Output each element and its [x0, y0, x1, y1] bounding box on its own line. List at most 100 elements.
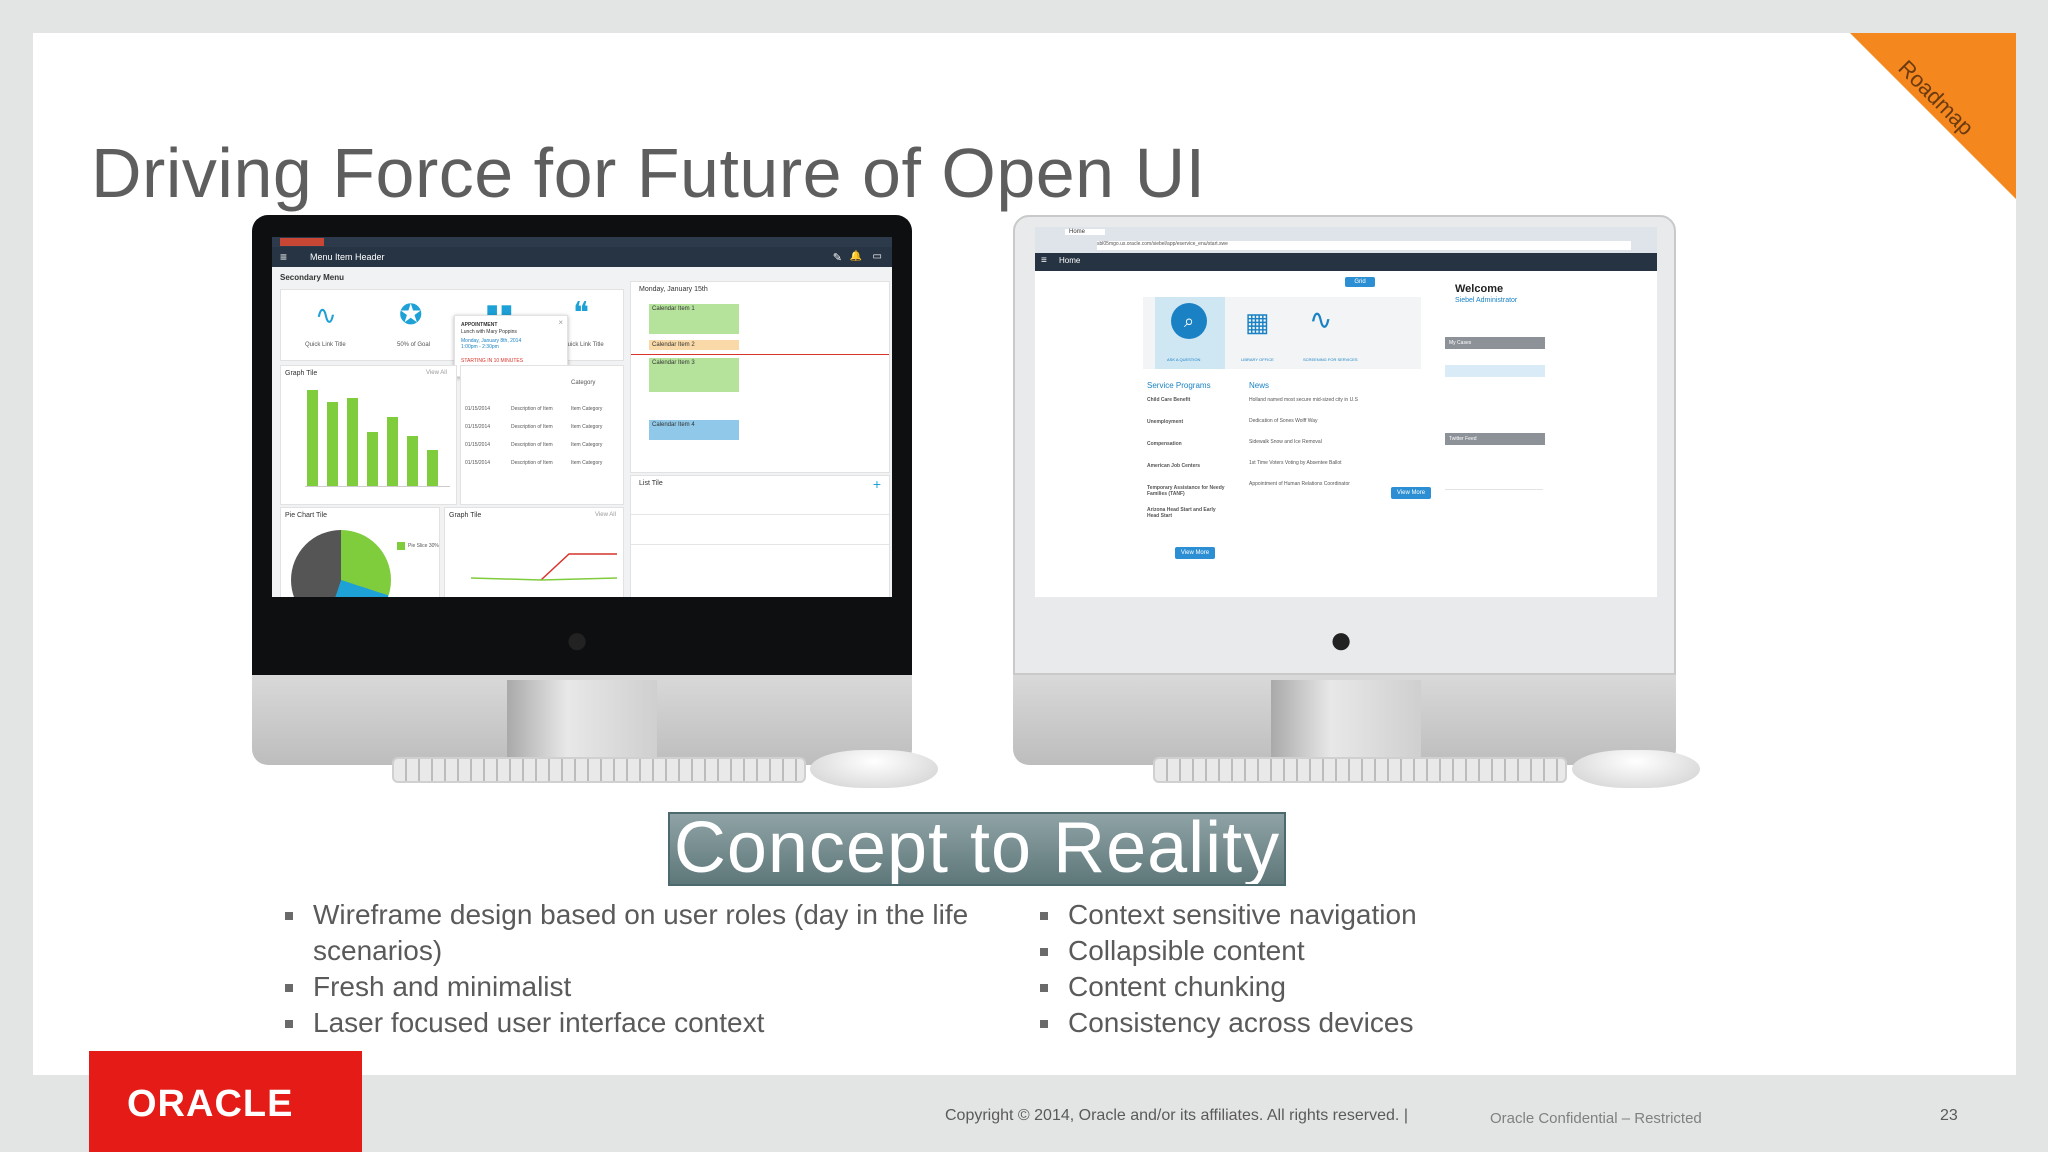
twitter-feed-header[interactable]: Twitter Feed — [1445, 433, 1545, 445]
bar — [367, 432, 378, 486]
browser-chrome: Home sbl05mgo.us.oracle.com/siebel/app/e… — [1035, 227, 1657, 253]
calendar-date: Monday, January 15th — [639, 286, 708, 293]
nav-home-label[interactable]: Home — [1059, 256, 1081, 265]
pulse-icon[interactable]: ∿ — [1309, 304, 1333, 335]
view-all-link[interactable]: View All — [595, 512, 616, 518]
roadmap-ribbon: Roadmap — [1850, 33, 2016, 199]
service-program-item[interactable]: Unemployment — [1147, 419, 1184, 425]
service-program-item[interactable]: Compensation — [1147, 441, 1182, 447]
slide-title: Driving Force for Future of Open UI — [91, 134, 1206, 212]
tile-library-label[interactable]: LIBRARY OFFICE — [1241, 357, 1274, 362]
service-program-item[interactable]: Child Care Benefit — [1147, 397, 1191, 403]
bullet-item: Laser focused user interface context — [285, 1005, 985, 1041]
add-icon[interactable]: + — [872, 476, 881, 492]
copyright-text: Copyright © 2014, Oracle and/or its affi… — [945, 1107, 1408, 1124]
news-title: News — [1249, 381, 1270, 390]
popup-alert: STARTING IN 10 MINUTES — [461, 358, 524, 364]
app-nav-bar: Home ≡ — [1035, 253, 1657, 271]
bullet-item: Collapsible content — [1040, 933, 1640, 969]
bar — [327, 402, 338, 486]
chat-icon[interactable]: ▭ — [872, 251, 882, 262]
search-icon[interactable]: ⌕ — [1171, 303, 1207, 339]
reality-screen: Home sbl05mgo.us.oracle.com/siebel/app/e… — [1035, 227, 1657, 597]
category-header: Category — [571, 380, 596, 386]
table-cell-cat: Item Category — [571, 424, 603, 430]
calendar-item-4[interactable]: Calendar Item 4 — [649, 420, 739, 440]
star-icon[interactable]: ✪ — [399, 299, 423, 330]
news-item[interactable]: 1st Time Voters Voting by Absentee Ballo… — [1249, 460, 1342, 466]
calendar-item-3[interactable]: Calendar Item 3 — [649, 358, 739, 392]
line-series-green — [470, 577, 617, 581]
pie-chart — [291, 530, 391, 597]
mouse-left — [810, 750, 938, 788]
news-item[interactable]: Sidewalk Snow and Ice Removal — [1249, 439, 1322, 445]
table-cell-date: 01/15/2014 — [465, 406, 491, 412]
list-divider — [631, 544, 889, 545]
graph-tile-2: Graph Tile View All — [444, 507, 624, 597]
tile-screening-label[interactable]: SCREENING FOR SERVICES — [1303, 357, 1358, 362]
welcome-title: Welcome — [1455, 283, 1504, 295]
tweet-2 — [1445, 493, 1543, 533]
calendar-item-1[interactable]: Calendar Item 1 — [649, 304, 739, 334]
my-cases-header[interactable]: My Cases — [1445, 337, 1545, 349]
news-item[interactable]: Dedication of Sones Wolff Way — [1249, 418, 1318, 424]
bell-icon[interactable]: 🔔 — [849, 251, 862, 262]
url-bar[interactable]: sbl05mgo.us.oracle.com/siebel/app/eservi… — [1097, 241, 1631, 250]
service-program-item[interactable]: Arizona Head Start and Early Head Start — [1147, 507, 1216, 519]
service-programs-title: Service Programs — [1147, 381, 1211, 390]
bullet-list-right: Context sensitive navigation Collapsible… — [1040, 897, 1640, 1041]
calendar-item-2[interactable]: Calendar Item 2 — [649, 340, 739, 350]
tile-ask-label[interactable]: ASK A QUESTION — [1167, 357, 1201, 362]
close-icon[interactable]: × — [558, 318, 563, 327]
quick-links-tile: ∿ Quick Link Title ✪ 50% of Goal ▮▮ ❝ Qu… — [280, 289, 624, 361]
wireframe-screen: ≡ Menu Item Header ✎ 🔔 ▭ Secondary Menu … — [272, 237, 892, 597]
table-cell-desc: Description of Item — [511, 406, 553, 412]
hamburger-icon[interactable]: ≡ — [280, 250, 288, 264]
table-cell-desc: Description of Item — [511, 424, 553, 430]
service-program-item[interactable]: American Job Centers — [1147, 463, 1201, 469]
quote-icon[interactable]: ❝ — [573, 297, 590, 330]
view-all-link[interactable]: View All — [426, 370, 447, 376]
bullet-item: Fresh and minimalist — [285, 969, 985, 1005]
page-number: 23 — [1940, 1107, 1958, 1124]
bar — [347, 398, 358, 486]
bar — [427, 450, 438, 486]
my-cases-row[interactable] — [1445, 365, 1545, 377]
view-more-button[interactable]: View More — [1175, 547, 1215, 559]
bar — [307, 390, 318, 486]
goal-label: 50% of Goal — [397, 342, 431, 348]
view-more-button[interactable]: View More — [1391, 487, 1431, 499]
secondary-menu[interactable]: Secondary Menu — [280, 273, 345, 282]
line-series-red — [540, 553, 617, 581]
graph-tile-title: Graph Tile — [285, 370, 318, 377]
concept-banner: Concept to Reality — [668, 812, 1286, 886]
quick-link-label[interactable]: Quick Link Title — [563, 342, 604, 348]
news-item[interactable]: Holland named most secure mid-sized city… — [1249, 397, 1358, 403]
browser-tab[interactable]: Home — [1065, 229, 1106, 235]
quick-link-label[interactable]: Quick Link Title — [305, 342, 346, 348]
bullet-item: Wireframe design based on user roles (da… — [285, 897, 985, 969]
compose-icon[interactable]: ✎ — [832, 252, 842, 264]
list-tile: List Tile + — [630, 475, 890, 597]
keyboard-left — [392, 757, 806, 783]
tweet-1 — [1445, 449, 1543, 490]
confidential-label: Oracle Confidential – Restricted — [1490, 1110, 1702, 1127]
top-strip — [272, 237, 892, 247]
bullet-list-left: Wireframe design based on user roles (da… — [285, 897, 985, 1041]
table-cell-desc: Description of Item — [511, 460, 553, 466]
imac-wireframe: ● ≡ Menu Item Header ✎ 🔔 ▭ Secondary Men… — [252, 215, 912, 775]
bar — [387, 417, 398, 486]
grid-toggle-button[interactable]: Grid — [1345, 277, 1375, 287]
table-cell-desc: Description of Item — [511, 442, 553, 448]
hamburger-icon[interactable]: ≡ — [1041, 255, 1047, 266]
building-icon[interactable]: ▦ — [1245, 307, 1270, 337]
news-item[interactable]: Appointment of Human Relations Coordinat… — [1249, 481, 1350, 487]
line-chart — [470, 553, 617, 581]
popup-line2: Monday, January 8th, 2014 — [461, 338, 522, 344]
service-program-item[interactable]: Temporary Assistance for Needy Families … — [1147, 485, 1225, 497]
table-cell-date: 01/15/2014 — [465, 460, 491, 466]
pulse-icon[interactable]: ∿ — [315, 300, 337, 330]
menu-header-bar: ≡ Menu Item Header ✎ 🔔 ▭ — [272, 247, 892, 267]
apple-logo-icon: ● — [1329, 618, 1354, 662]
